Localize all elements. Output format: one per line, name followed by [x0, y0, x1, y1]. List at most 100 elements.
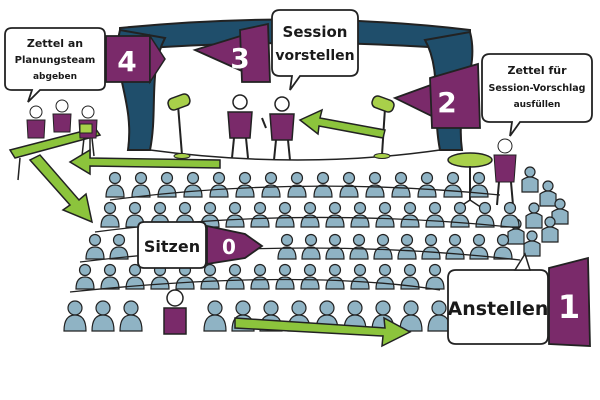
audience-head	[303, 263, 317, 277]
audience-head	[134, 171, 148, 185]
audience-head	[503, 201, 517, 215]
audience-head	[352, 233, 366, 247]
presenters	[227, 94, 295, 161]
audience-head	[316, 171, 330, 185]
audience-body	[400, 214, 420, 228]
audience-body	[417, 184, 437, 198]
audience-head	[353, 263, 367, 277]
audience-head	[424, 233, 438, 247]
audience-head	[112, 233, 126, 247]
audience-body	[450, 214, 470, 228]
step-3-label-line2: vorstellen	[275, 48, 354, 64]
audience-head	[67, 300, 83, 316]
audience-body	[200, 276, 220, 290]
audience-head	[203, 263, 217, 277]
step-4-label-line2: Planungsteam	[15, 55, 96, 66]
audience-body	[100, 214, 120, 228]
audience-head	[178, 201, 192, 215]
audience-head	[304, 233, 318, 247]
audience-head	[207, 300, 223, 316]
audience-body	[375, 214, 395, 228]
audience-body	[250, 214, 270, 228]
audience-head	[278, 201, 292, 215]
audience-head	[228, 263, 242, 277]
step-2: 2 Zettel für Session-Vorschlag ausfüllen	[392, 53, 593, 137]
audience-head	[403, 201, 417, 215]
audience-body	[275, 214, 295, 228]
audience-body	[75, 276, 95, 290]
standing-person	[163, 289, 187, 335]
audience-body	[325, 276, 345, 290]
step-2-label-line3: ausfüllen	[514, 100, 561, 110]
audience-body	[300, 276, 320, 290]
audience-head	[375, 300, 391, 316]
audience-head	[123, 300, 139, 316]
audience-body	[349, 246, 369, 260]
audience-body	[119, 314, 143, 332]
step-3-bubble	[271, 9, 359, 91]
audience-head	[328, 233, 342, 247]
audience-body	[125, 276, 145, 290]
step-2-bubble	[481, 53, 593, 137]
step-4-bubble	[4, 27, 106, 103]
audience-head	[453, 201, 467, 215]
step-2-number: 2	[437, 86, 456, 119]
audience-body	[250, 276, 270, 290]
audience-body	[325, 246, 345, 260]
audience-body	[131, 184, 151, 198]
audience-head	[108, 171, 122, 185]
audience-body	[261, 184, 281, 198]
audience-body	[391, 184, 411, 198]
audience-body	[397, 246, 417, 260]
audience-head	[290, 171, 304, 185]
audience-body	[350, 214, 370, 228]
step-0: Sitzen 0	[137, 221, 264, 269]
audience-body	[493, 246, 513, 260]
audience-body	[150, 276, 170, 290]
audience-head	[319, 300, 335, 316]
step-0-number: 0	[222, 235, 236, 259]
audience-body	[91, 314, 115, 332]
audience-head	[303, 201, 317, 215]
audience-body	[225, 214, 245, 228]
audience-body	[350, 276, 370, 290]
audience-body	[287, 184, 307, 198]
audience-head	[264, 171, 278, 185]
step-1-bubble	[447, 269, 549, 345]
step-4-label-line1: Zettel an	[27, 37, 83, 50]
audience-head	[203, 201, 217, 215]
step-4-label-line3: abgeben	[33, 72, 77, 82]
step-3: 3 Session vorstellen	[192, 9, 359, 91]
audience-head	[291, 300, 307, 316]
step-3-label-line1: Session	[283, 23, 348, 41]
step-1-label: Anstellen	[448, 298, 549, 320]
queue	[507, 166, 569, 257]
step-0-flag	[206, 224, 264, 266]
audience-head	[472, 171, 486, 185]
audience-head	[280, 233, 294, 247]
audience-head	[278, 263, 292, 277]
audience-head	[328, 263, 342, 277]
audience-body	[100, 276, 120, 290]
audience-head	[160, 171, 174, 185]
arrow-stage-to-team	[68, 148, 221, 176]
audience-head	[238, 171, 252, 185]
audience-head	[431, 300, 447, 316]
audience-head	[446, 171, 460, 185]
step-1-flag	[548, 256, 591, 347]
audience-head	[78, 263, 92, 277]
audience-head	[428, 263, 442, 277]
audience-body	[469, 184, 489, 198]
audience-head	[472, 233, 486, 247]
right-microphone	[371, 95, 395, 159]
step-2-label-line2: Session-Vorschlag	[489, 83, 586, 94]
audience-body	[63, 314, 87, 332]
audience-head	[95, 300, 111, 316]
audience-head	[400, 233, 414, 247]
arrow-queue-to-stage	[298, 108, 386, 139]
left-microphone	[167, 93, 191, 159]
audience-body	[469, 246, 489, 260]
audience-head	[403, 263, 417, 277]
audience-body	[425, 276, 445, 290]
audience-head	[376, 233, 390, 247]
